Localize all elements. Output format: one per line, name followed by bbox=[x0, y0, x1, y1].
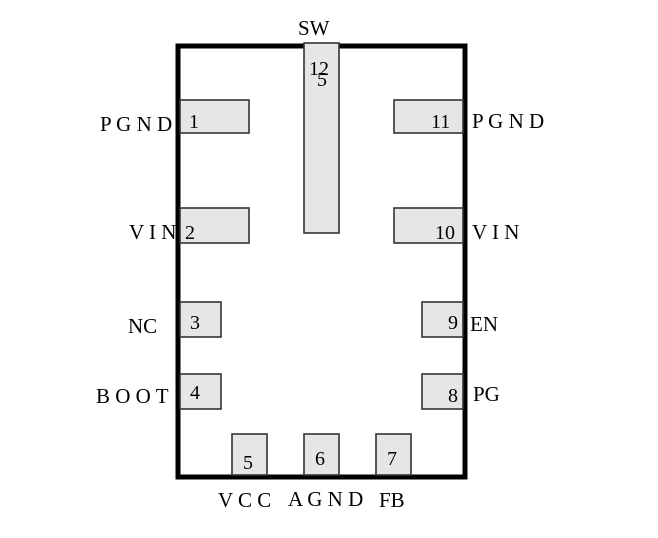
pin-number-8: 8 bbox=[448, 385, 458, 407]
pad-6 bbox=[303, 433, 340, 476]
pin-name-7: FB bbox=[379, 488, 405, 512]
pad-7 bbox=[375, 433, 412, 476]
pin-name-12: SW bbox=[298, 16, 330, 40]
pin-number-3: 3 bbox=[190, 312, 200, 334]
pin-name-6: A G N D bbox=[288, 487, 363, 511]
pad-11 bbox=[393, 99, 464, 134]
pin-name-9: EN bbox=[470, 312, 498, 336]
center-pad-number: 5 bbox=[317, 69, 327, 91]
pin-name-2: V I N bbox=[129, 220, 176, 244]
pad-1 bbox=[179, 99, 250, 134]
pad-5 bbox=[231, 433, 268, 476]
pin-number-2: 2 bbox=[185, 222, 195, 244]
pin-number-7: 7 bbox=[387, 448, 397, 470]
pin-name-3: NC bbox=[128, 314, 157, 338]
pin-number-4: 4 bbox=[190, 382, 200, 404]
pin-name-8: PG bbox=[473, 382, 500, 406]
pad-8 bbox=[421, 373, 464, 410]
pin-name-11: P G N D bbox=[472, 109, 544, 133]
pad-2 bbox=[179, 207, 250, 244]
pad-10 bbox=[393, 207, 464, 244]
pad-3 bbox=[179, 301, 222, 338]
pin-number-6: 6 bbox=[315, 448, 325, 470]
pin-number-9: 9 bbox=[448, 312, 458, 334]
pin-number-12: 12 bbox=[309, 58, 329, 80]
pin-number-10: 10 bbox=[435, 222, 455, 244]
pin-number-1: 1 bbox=[189, 111, 199, 133]
pin-name-10: V I N bbox=[472, 220, 519, 244]
pad-9 bbox=[421, 301, 464, 338]
pin-name-5: V C C bbox=[218, 488, 271, 512]
pin-number-11: 11 bbox=[431, 111, 450, 133]
pin-number-5: 5 bbox=[243, 452, 253, 474]
pad-12-sw bbox=[303, 42, 340, 234]
pin-name-1: P G N D bbox=[100, 112, 172, 136]
pad-4 bbox=[179, 373, 222, 410]
pin-name-4: B O O T bbox=[96, 384, 169, 408]
